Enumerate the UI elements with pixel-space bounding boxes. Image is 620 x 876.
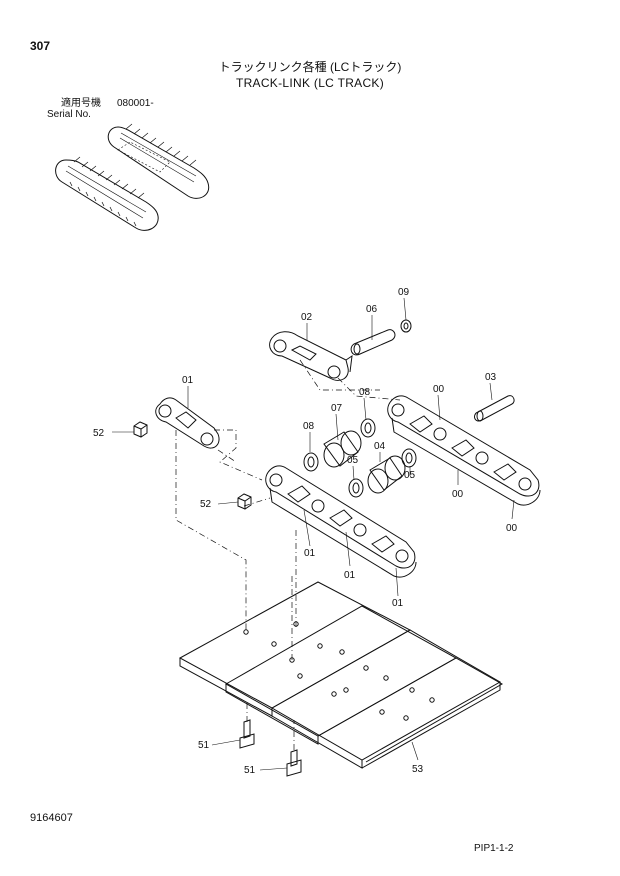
part-03-pin	[474, 395, 515, 422]
part-05-seal-left	[348, 478, 364, 498]
callout-01-lower-b: 01	[344, 570, 356, 581]
part-01-link-left	[155, 397, 220, 449]
callout-06: 06	[366, 304, 378, 315]
callout-51-upper: 51	[198, 740, 210, 751]
part-08-seal-left	[303, 452, 319, 472]
part-53-track-shoes	[178, 581, 504, 769]
title-english: TRACK-LINK (LC TRACK)	[235, 76, 385, 90]
part-05-seal-right	[401, 448, 417, 468]
callout-52-lower: 52	[200, 499, 212, 510]
document-number: 9164607	[30, 812, 73, 824]
part-09-ring	[400, 319, 412, 333]
callout-09: 09	[398, 287, 410, 298]
callout-00-bottom: 00	[506, 523, 518, 534]
assembly-guide-lines	[175, 359, 401, 750]
part-04-bushing	[367, 455, 406, 494]
callout-53: 53	[412, 764, 424, 775]
callout-01-left: 01	[182, 375, 194, 386]
part-51-bolt-right	[286, 749, 302, 777]
title-japanese: トラックリンク各種 (LCトラック)	[218, 60, 402, 74]
callout-08-left: 08	[303, 421, 315, 432]
callout-05-right: 05	[404, 470, 416, 481]
part-08-seal-right	[360, 418, 376, 438]
part-00-link-assembly	[387, 395, 541, 506]
callout-01-lower-c: 01	[392, 598, 404, 609]
callout-00-middle: 00	[452, 489, 464, 500]
serial-label-english: Serial No.	[47, 109, 91, 120]
callout-07: 07	[331, 403, 343, 414]
callout-02: 02	[301, 312, 313, 323]
callout-01-lower-a: 01	[304, 548, 316, 559]
page-code: PIP1-1-2	[474, 843, 514, 854]
leader-lines	[112, 297, 515, 771]
callout-04: 04	[374, 441, 386, 452]
callout-08-right: 08	[359, 387, 371, 398]
callout-52-upper: 52	[93, 428, 105, 439]
callout-05-left: 05	[347, 455, 359, 466]
callout-00-top: 00	[433, 384, 445, 395]
page-number: 307	[30, 39, 51, 53]
part-02-master-link	[269, 331, 353, 381]
part-07-bushing	[323, 430, 362, 468]
callout-labels: 02 06 09 01 03 00 08 07 08 52 05 04 05 0…	[93, 287, 518, 776]
part-52-nut-upper	[133, 421, 148, 438]
part-01-link-assembly-lower	[265, 465, 417, 578]
callout-03: 03	[485, 372, 497, 383]
callout-51-lower: 51	[244, 765, 256, 776]
serial-label-japanese: 適用号機	[61, 98, 101, 109]
part-51-bolt-left	[239, 719, 255, 749]
serial-value: 080001-	[117, 98, 154, 109]
part-52-nut-lower	[237, 493, 252, 510]
part-06-pin	[350, 329, 396, 356]
track-overview-illustration	[55, 123, 210, 231]
